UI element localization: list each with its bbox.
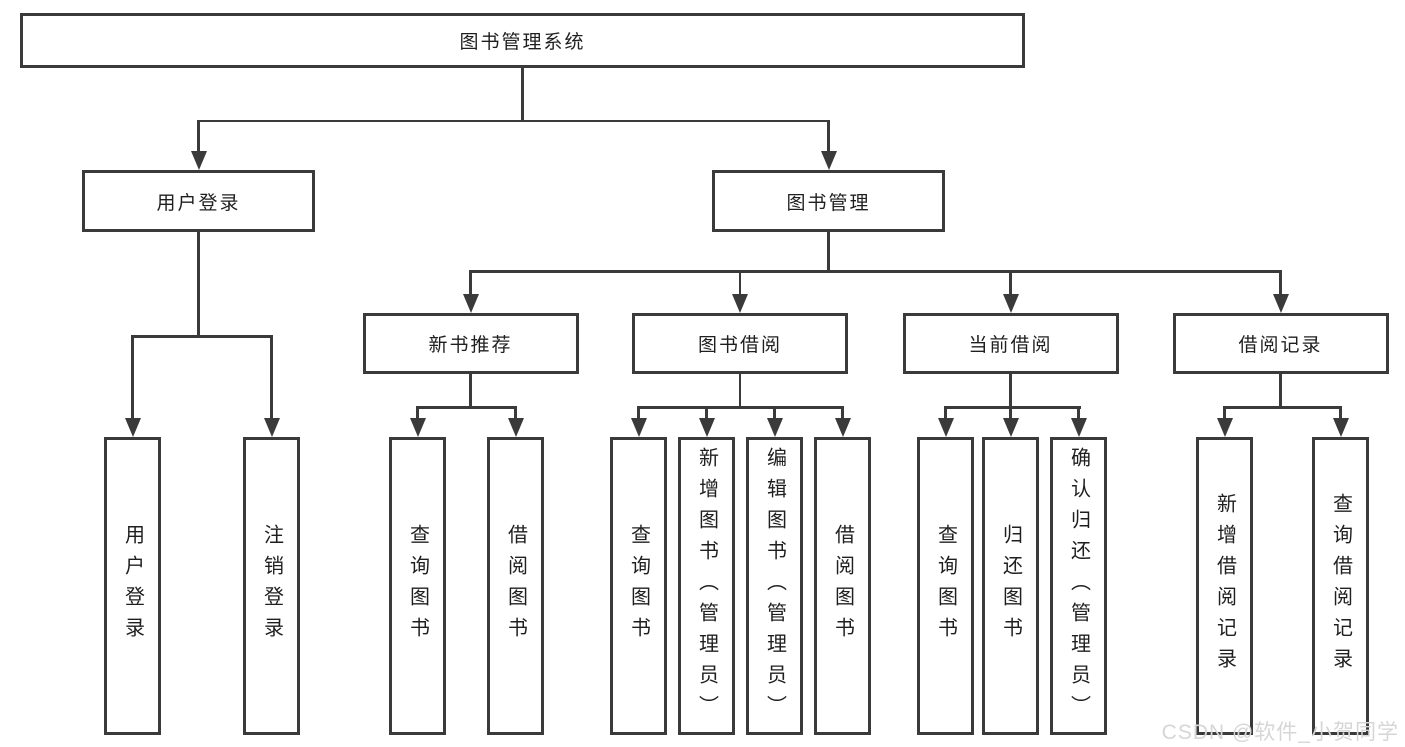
connector-leaf-drop bbox=[1009, 406, 1012, 420]
node-leaf-current-confirm-return: 确认归还（管理员） bbox=[1050, 437, 1107, 735]
leaf-label: 确认归还（管理员） bbox=[1067, 446, 1090, 726]
node-book-borrowing-label: 图书借阅 bbox=[697, 335, 782, 356]
leaf-label: 新增借阅记录 bbox=[1213, 493, 1236, 679]
connector-leaf-drop bbox=[416, 406, 419, 420]
node-book-borrowing: 图书借阅 bbox=[632, 313, 848, 374]
leaf-label: 查询图书 bbox=[627, 524, 650, 648]
connector-leaf-drop bbox=[637, 406, 640, 420]
node-root: 图书管理系统 bbox=[20, 13, 1025, 68]
node-new-book-recommendation-label: 新书推荐 bbox=[428, 335, 513, 356]
connector-user-login-stem bbox=[197, 232, 200, 337]
node-borrowing-records: 借阅记录 bbox=[1172, 313, 1389, 374]
leaf-label: 借阅图书 bbox=[831, 524, 854, 648]
connector-leaf-drop bbox=[773, 406, 776, 420]
csdn-watermark: CSDN @软件_小贺同学 bbox=[1161, 721, 1399, 744]
node-current-borrowing-label: 当前借阅 bbox=[968, 335, 1053, 356]
connector-records-stem bbox=[1279, 374, 1282, 408]
arrow-down bbox=[732, 294, 748, 313]
node-borrowing-records-label: 借阅记录 bbox=[1238, 335, 1323, 356]
leaf-label: 注销登录 bbox=[260, 524, 283, 648]
node-leaf-borrow-borrow-books: 借阅图书 bbox=[814, 437, 871, 735]
arrow-down bbox=[1002, 418, 1019, 437]
connector-current-stem bbox=[1009, 374, 1012, 408]
node-leaf-logout-login: 注销登录 bbox=[243, 437, 300, 735]
connector-leaf-drop bbox=[944, 406, 947, 420]
node-book-management: 图书管理 bbox=[712, 170, 945, 232]
connector-level3-drop bbox=[738, 270, 742, 296]
connector-level2-rail bbox=[197, 119, 830, 122]
leaf-label: 借阅图书 bbox=[504, 524, 527, 648]
node-leaf-borrow-query-books: 查询图书 bbox=[610, 437, 667, 735]
leaf-label: 查询借阅记录 bbox=[1329, 493, 1352, 679]
connector-leaf-drop bbox=[131, 335, 134, 419]
arrow-down bbox=[834, 418, 851, 437]
connector-book-management-stem bbox=[827, 232, 830, 272]
node-leaf-recommend-query-books: 查询图书 bbox=[389, 437, 446, 735]
arrow-down bbox=[1332, 418, 1349, 437]
arrow-down bbox=[409, 418, 426, 437]
arrow-down bbox=[1002, 294, 1019, 313]
connector-level3-rail bbox=[469, 270, 1282, 273]
connector-borrowing-stem bbox=[738, 374, 742, 408]
arrow-down bbox=[698, 418, 715, 437]
node-current-borrowing: 当前借阅 bbox=[902, 313, 1119, 374]
connector-root-drop bbox=[521, 66, 524, 121]
node-leaf-user-login: 用户登录 bbox=[104, 437, 161, 735]
leaf-label: 查询图书 bbox=[934, 524, 957, 648]
node-leaf-recommend-borrow-books: 借阅图书 bbox=[487, 437, 544, 735]
connector-leaf-drop bbox=[1339, 406, 1342, 420]
node-book-management-label: 图书管理 bbox=[786, 192, 871, 214]
connector-leaf-drop bbox=[705, 406, 708, 420]
connector-current-rail bbox=[944, 406, 1081, 409]
node-leaf-current-query-books: 查询图书 bbox=[917, 437, 974, 735]
node-leaf-borrow-edit-books: 编辑图书（管理员） bbox=[746, 437, 803, 735]
connector-leaf-drop bbox=[841, 406, 844, 420]
arrow-down bbox=[1070, 418, 1087, 437]
connector-user-login-rail bbox=[131, 335, 273, 338]
arrow-down bbox=[507, 418, 524, 437]
arrow-down bbox=[263, 418, 280, 437]
connector-leaf-drop bbox=[270, 335, 273, 419]
arrow-down bbox=[820, 151, 837, 170]
arrow-down bbox=[462, 294, 479, 313]
node-root-label: 图书管理系统 bbox=[459, 32, 586, 53]
leaf-label: 编辑图书（管理员） bbox=[763, 446, 786, 726]
arrow-down bbox=[124, 418, 141, 437]
connector-borrowing-rail bbox=[637, 406, 844, 409]
connector-recommend-stem bbox=[469, 374, 472, 408]
arrow-down bbox=[766, 418, 783, 437]
connector-leaf-drop bbox=[1223, 406, 1226, 420]
node-leaf-records-add-record: 新增借阅记录 bbox=[1196, 437, 1253, 735]
node-leaf-borrow-add-books: 新增图书（管理员） bbox=[678, 437, 735, 735]
connector-level3-drop bbox=[469, 270, 472, 296]
connector-book-management-drop bbox=[827, 120, 830, 153]
leaf-label: 归还图书 bbox=[999, 524, 1022, 648]
connector-leaf-drop bbox=[514, 406, 517, 420]
connector-recommend-rail bbox=[416, 406, 517, 409]
node-user-login-label: 用户登录 bbox=[156, 192, 241, 214]
connector-user-login-drop bbox=[197, 120, 200, 153]
node-new-book-recommendation: 新书推荐 bbox=[362, 313, 579, 374]
connector-leaf-drop bbox=[1077, 406, 1080, 420]
connector-level3-drop bbox=[1009, 270, 1012, 296]
node-user-login: 用户登录 bbox=[82, 170, 315, 232]
connector-level3-drop bbox=[1279, 270, 1282, 296]
arrow-down bbox=[630, 418, 647, 437]
node-leaf-current-return-books: 归还图书 bbox=[982, 437, 1039, 735]
leaf-label: 新增图书（管理员） bbox=[695, 446, 718, 726]
arrow-down bbox=[1216, 418, 1233, 437]
node-leaf-records-query-record: 查询借阅记录 bbox=[1312, 437, 1369, 735]
connector-records-rail bbox=[1223, 406, 1342, 409]
leaf-label: 用户登录 bbox=[121, 524, 144, 648]
arrow-down bbox=[1272, 294, 1289, 313]
arrow-down bbox=[190, 151, 207, 170]
arrow-down bbox=[937, 418, 954, 437]
leaf-label: 查询图书 bbox=[406, 524, 429, 648]
